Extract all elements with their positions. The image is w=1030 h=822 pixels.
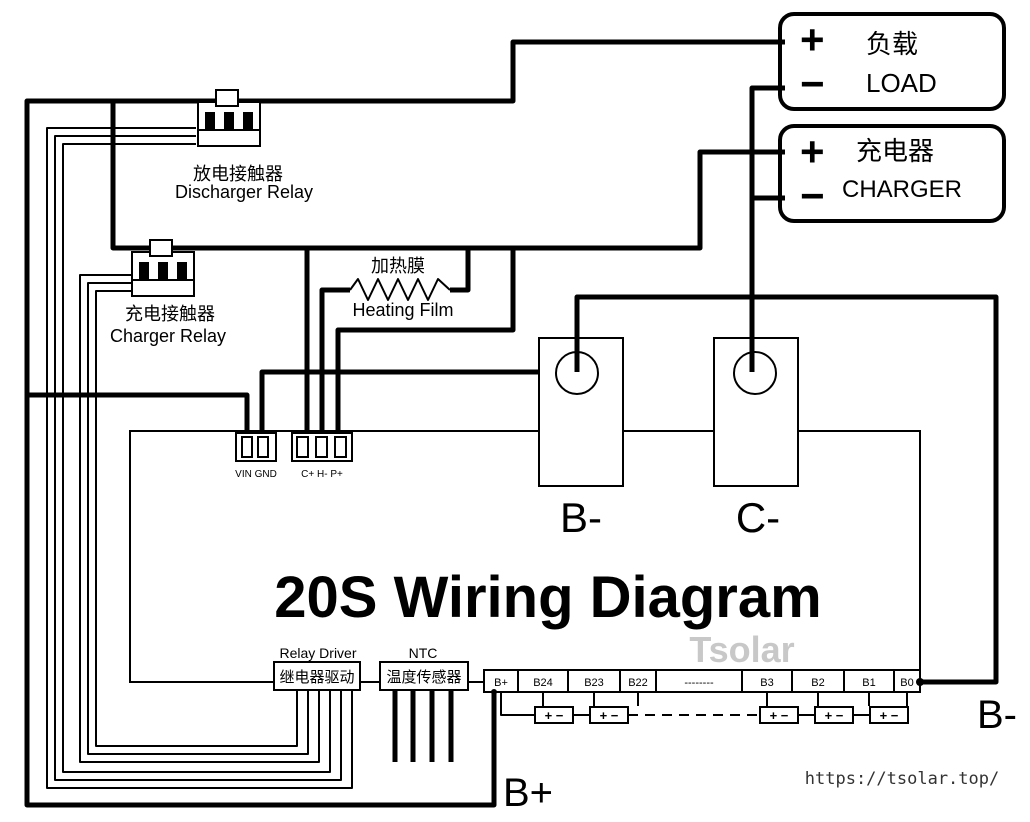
cell-2-sign: + − bbox=[600, 708, 619, 723]
charger-box bbox=[778, 124, 1006, 223]
c-minus-bolt bbox=[733, 351, 777, 395]
balance-label-b2: B2 bbox=[811, 677, 824, 689]
balance-leads bbox=[500, 692, 908, 716]
relay-driver-label-en: Relay Driver bbox=[279, 645, 356, 661]
main-wires bbox=[24, 39, 999, 808]
heat-connector bbox=[291, 432, 353, 462]
balance-label-b22: B22 bbox=[628, 677, 648, 689]
balance-label-b-plus: B+ bbox=[494, 677, 508, 689]
ntc-label-en: NTC bbox=[409, 645, 438, 661]
relay-driver-wires bbox=[46, 127, 353, 789]
charger-relay-label-en: Charger Relay bbox=[110, 326, 226, 346]
heating-film-label-cn: 加热膜 bbox=[371, 256, 425, 276]
charger-relay-label-cn: 充电接触器 bbox=[125, 304, 215, 324]
cell-5-sign: + − bbox=[880, 708, 899, 723]
b-minus-side-label: B- bbox=[977, 693, 1017, 737]
discharger-relay-label-cn: 放电接触器 bbox=[193, 164, 283, 184]
load-label-en: LOAD bbox=[866, 68, 937, 98]
balance-label-b3: B3 bbox=[760, 677, 773, 689]
load-minus: − bbox=[800, 60, 825, 107]
discharger-relay-label-en: Discharger Relay bbox=[175, 182, 313, 202]
balance-label-b1: B1 bbox=[862, 677, 875, 689]
watermark: Tsolar bbox=[689, 629, 794, 670]
heating-film-resistor bbox=[349, 278, 451, 301]
charger-plus: + bbox=[800, 128, 825, 175]
charger-label-cn: 充电器 bbox=[856, 136, 934, 166]
cell-1-sign: + − bbox=[545, 708, 564, 723]
load-label-cn: 负载 bbox=[866, 29, 918, 59]
ntc-label-cn: 温度传感器 bbox=[386, 669, 461, 686]
charger-label-en: CHARGER bbox=[842, 176, 962, 203]
cell-3-sign: + − bbox=[770, 708, 789, 723]
load-box bbox=[778, 12, 1006, 111]
b-plus-label: B+ bbox=[503, 771, 553, 815]
charger-minus: − bbox=[800, 172, 825, 219]
b0-junction bbox=[916, 678, 924, 686]
relay-driver-box bbox=[273, 661, 361, 691]
vin-gnd-label: VIN GND bbox=[235, 469, 277, 480]
balance-label-b0: B0 bbox=[900, 677, 913, 689]
vin-gnd-connector bbox=[235, 432, 277, 462]
heating-film-label-en: Heating Film bbox=[352, 300, 453, 320]
balance-label-ellipsis: -------- bbox=[684, 677, 714, 689]
ntc-box bbox=[379, 661, 469, 691]
relay-driver-label-cn: 继电器驱动 bbox=[279, 669, 354, 686]
c-minus-label: C- bbox=[736, 494, 780, 541]
balance-label-b23: B23 bbox=[584, 677, 604, 689]
discharger-relay-icon bbox=[197, 89, 261, 147]
cell-4-sign: + − bbox=[825, 708, 844, 723]
website-url: https://tsolar.top/ bbox=[805, 769, 999, 789]
b-minus-label: B- bbox=[560, 494, 602, 541]
b-plus-junction bbox=[491, 689, 497, 695]
charger-relay-icon bbox=[131, 239, 195, 297]
heat-connector-label: C+ H- P+ bbox=[301, 469, 343, 480]
balance-label-b24: B24 bbox=[533, 677, 553, 689]
load-plus: + bbox=[800, 16, 825, 63]
diagram-title: 20S Wiring Diagram bbox=[274, 565, 821, 630]
